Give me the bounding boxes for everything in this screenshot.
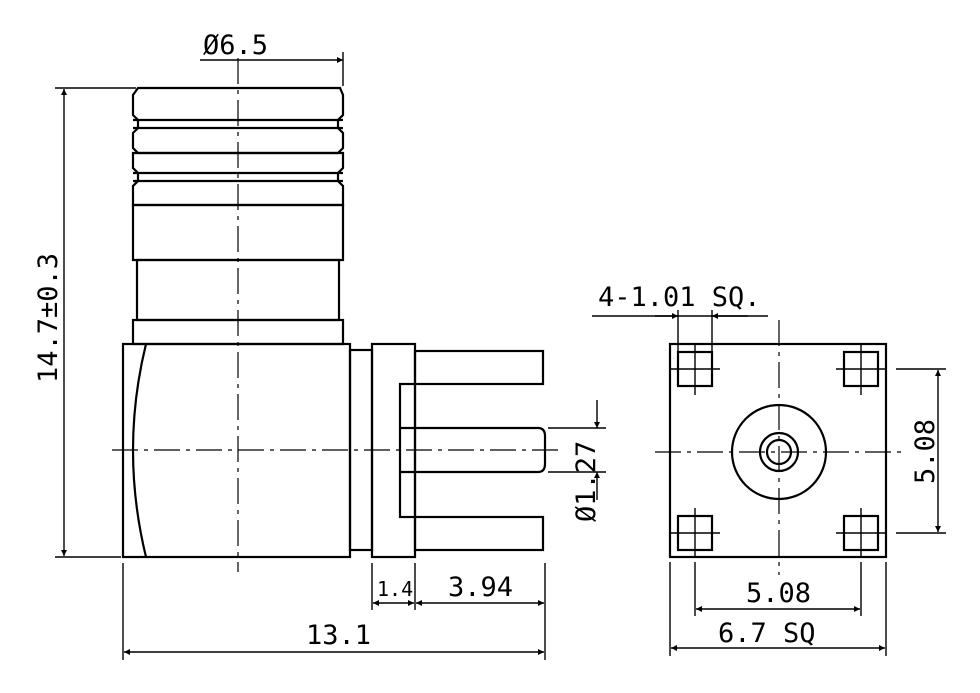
dim-pitch-horizontal: 5.08 <box>746 578 811 609</box>
dim-pin-diameter: Ø1.27 <box>571 441 602 522</box>
side-dimensions: Ø6.5 14.7±0.3 Ø1.27 1.4 3.94 13.1 <box>33 30 606 660</box>
dim-pin-length: 3.94 <box>448 572 513 603</box>
side-view <box>112 58 560 572</box>
dim-height: 14.7±0.3 <box>33 253 64 383</box>
dim-pads: 4-1.01 SQ. <box>598 282 761 313</box>
dim-total-length: 13.1 <box>306 620 371 651</box>
body-square <box>668 342 888 559</box>
dim-flange: 1.4 <box>377 577 413 601</box>
dim-diameter-top: Ø6.5 <box>203 30 268 61</box>
bottom-view <box>655 320 905 575</box>
dim-pitch-vertical: 5.08 <box>910 419 941 484</box>
dim-body-square: 6.7 SQ <box>718 618 816 649</box>
bottom-dimensions: 4-1.01 SQ. 5.08 5.08 6.7 SQ <box>592 282 946 656</box>
pads <box>670 344 886 557</box>
